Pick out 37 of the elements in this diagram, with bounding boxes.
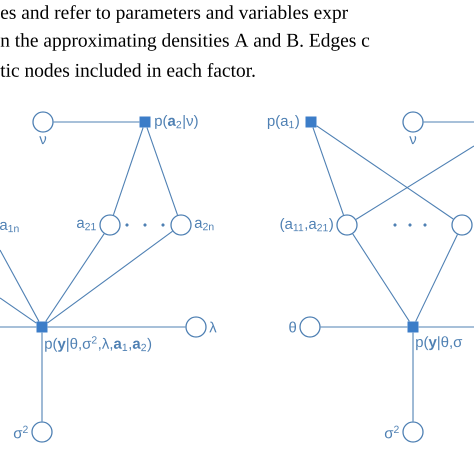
- connector-line: [320, 326, 408, 328]
- connector-line: [0, 298, 37, 324]
- connector-line: [41, 332, 43, 422]
- node-label: p(a$_{1}$): [268, 115, 299, 129]
- connector-line: [146, 128, 178, 216]
- node-label: a$_{1n}$: [0, 222, 19, 232]
- node-label: σ$^{2}$: [384, 426, 399, 438]
- connector-line: [0, 326, 36, 328]
- caption-text: es and refer to parameters and variables expr: [0, 5, 348, 23]
- connector-line: [316, 125, 454, 220]
- connector-line: [48, 326, 186, 328]
- connector-line: [47, 230, 173, 324]
- node-label: p(y|θ,σ$^{2}$,λ,a$_{1}$,a$_{2}$): [45, 336, 152, 352]
- node-label: σ$^{2}$: [14, 426, 28, 438]
- node-label: p(a$_{2}$|ν): [155, 115, 198, 129]
- connector-line: [418, 326, 474, 328]
- connector-line: [0, 250, 40, 322]
- connector-line: [112, 128, 144, 216]
- node-label: a$_{2n}$: [194, 220, 214, 230]
- node-label: ν: [39, 136, 46, 144]
- variable-circle: [451, 214, 473, 236]
- connector-line: [54, 121, 140, 123]
- node-label: θ: [289, 322, 296, 332]
- connector-line: [415, 234, 458, 322]
- connector-line: [352, 234, 410, 322]
- node-label: p(y|θ,σ: [416, 336, 462, 350]
- caption-text: tic nodes included in each factor.: [0, 63, 255, 77]
- connector-line: [45, 234, 105, 322]
- connector-line: [424, 121, 474, 123]
- connector-line: [356, 146, 474, 220]
- node-label: a$_{21}$: [77, 220, 96, 230]
- node-label: ν: [409, 136, 416, 144]
- connector-line: [312, 128, 344, 216]
- node-label: (a$_{11}$,a$_{21}$): [280, 218, 333, 232]
- node-label: λ: [209, 322, 217, 332]
- connector-line: [412, 332, 414, 422]
- caption-text: n the approximating densities A and B. Edges c: [0, 33, 370, 51]
